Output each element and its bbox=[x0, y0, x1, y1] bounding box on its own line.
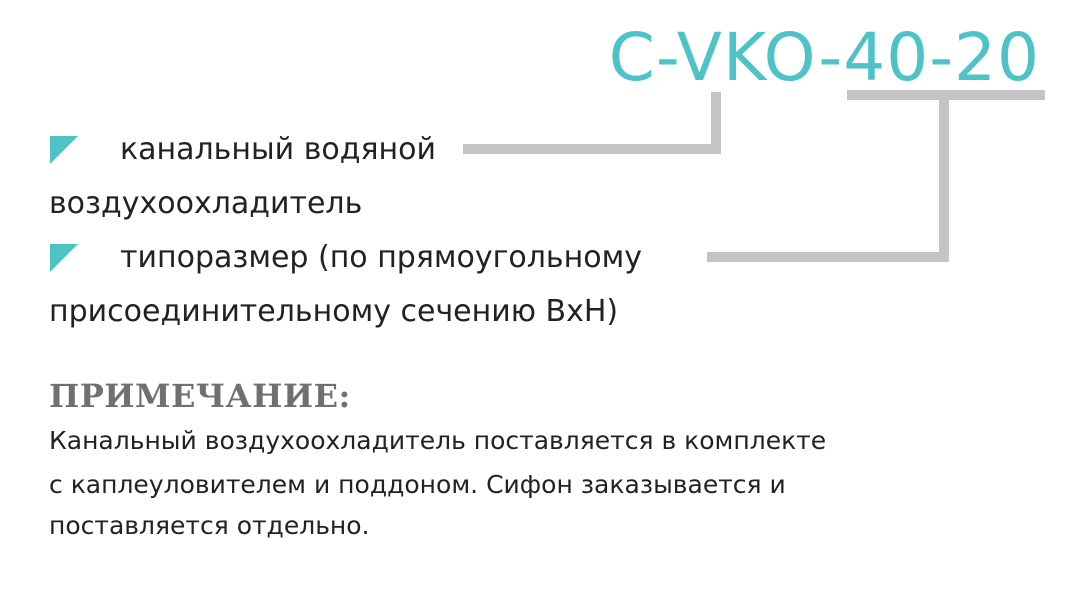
note-heading: ПРИМЕЧАНИЕ: bbox=[49, 377, 351, 415]
triangle-bullet-icon bbox=[50, 136, 78, 164]
note-line: с каплеуловителем и поддоном. Сифон зака… bbox=[49, 470, 786, 499]
item-label-line1: типоразмер (по прямоугольному bbox=[120, 240, 642, 275]
item-label-line1: канальный водяной bbox=[120, 132, 436, 167]
note-line: Канальный воздухоохладитель поставляется… bbox=[49, 426, 827, 455]
item-label-line2: воздухоохладитель bbox=[49, 186, 363, 221]
connector-vko-vertical bbox=[711, 92, 721, 154]
note-line: поставляется отдельно. bbox=[49, 511, 370, 540]
item-label-line2: присоединительному сечению ВхН) bbox=[49, 294, 619, 329]
triangle-bullet-icon bbox=[50, 244, 78, 272]
connector-size-horizontal bbox=[707, 252, 949, 262]
connector-vko-horizontal bbox=[463, 144, 721, 154]
connector-size-vertical bbox=[939, 90, 949, 262]
model-code: C-VKO-40-20 bbox=[608, 19, 1040, 96]
